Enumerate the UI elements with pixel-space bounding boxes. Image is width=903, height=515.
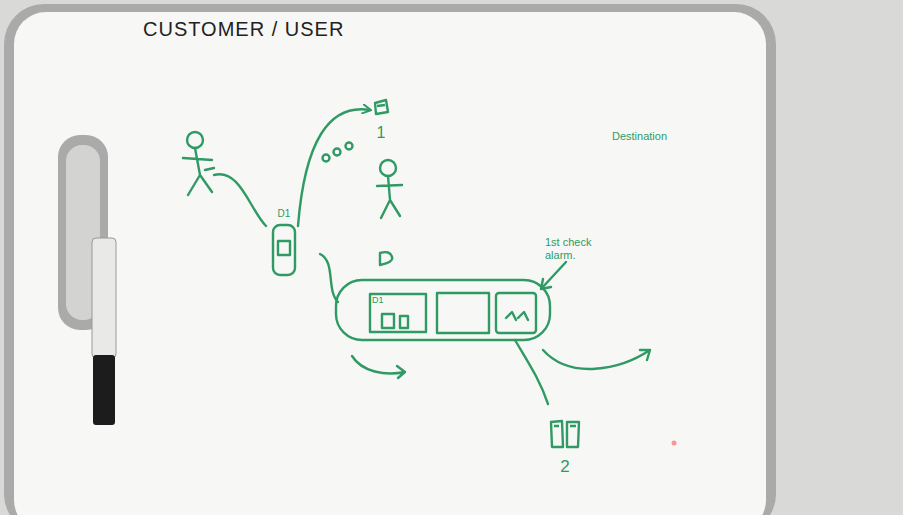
board-frame bbox=[4, 4, 776, 515]
bag-symbol bbox=[380, 252, 392, 265]
flow-curve bbox=[320, 254, 338, 302]
tray-box: D1 bbox=[368, 292, 428, 334]
board-surface bbox=[14, 12, 766, 515]
dot bbox=[323, 155, 330, 162]
node-text: D1 bbox=[278, 208, 291, 219]
node-text: 1 bbox=[377, 124, 386, 142]
note-label: Destination bbox=[612, 130, 667, 143]
callout-arrow bbox=[541, 262, 566, 289]
tray-shape: D1 bbox=[368, 292, 428, 334]
stick-figure bbox=[183, 148, 214, 195]
note-label: 1st check alarm. bbox=[545, 236, 625, 261]
tray-item bbox=[506, 312, 528, 320]
node-text: 2 bbox=[560, 458, 569, 477]
dot bbox=[346, 143, 353, 150]
flow-curve bbox=[214, 174, 266, 226]
flow-arrow bbox=[352, 356, 405, 378]
marker-body bbox=[92, 238, 116, 358]
double-shape bbox=[548, 418, 582, 450]
double-box: 2 bbox=[548, 418, 582, 477]
stick-figure-head bbox=[380, 160, 396, 176]
double-outline bbox=[548, 418, 582, 450]
light-reflection bbox=[672, 441, 677, 446]
tray-box bbox=[496, 293, 536, 333]
conveyor-band bbox=[336, 280, 550, 340]
stick-figure-head bbox=[187, 132, 203, 148]
tube-outline bbox=[270, 219, 298, 277]
tray-box bbox=[437, 293, 489, 333]
dot bbox=[334, 149, 341, 156]
board-title: CUSTOMER / USER bbox=[143, 18, 344, 41]
stick-figure bbox=[377, 176, 402, 218]
marker-cap bbox=[93, 355, 115, 425]
destination-box: 1 bbox=[372, 98, 390, 142]
tube-shape bbox=[270, 219, 298, 277]
flow-connector bbox=[298, 109, 370, 226]
flow-arrow bbox=[543, 350, 650, 369]
node-text: D1 bbox=[372, 296, 384, 306]
box-shape bbox=[372, 98, 390, 116]
box-outline bbox=[372, 98, 390, 116]
container-tube: D1 bbox=[270, 208, 298, 277]
